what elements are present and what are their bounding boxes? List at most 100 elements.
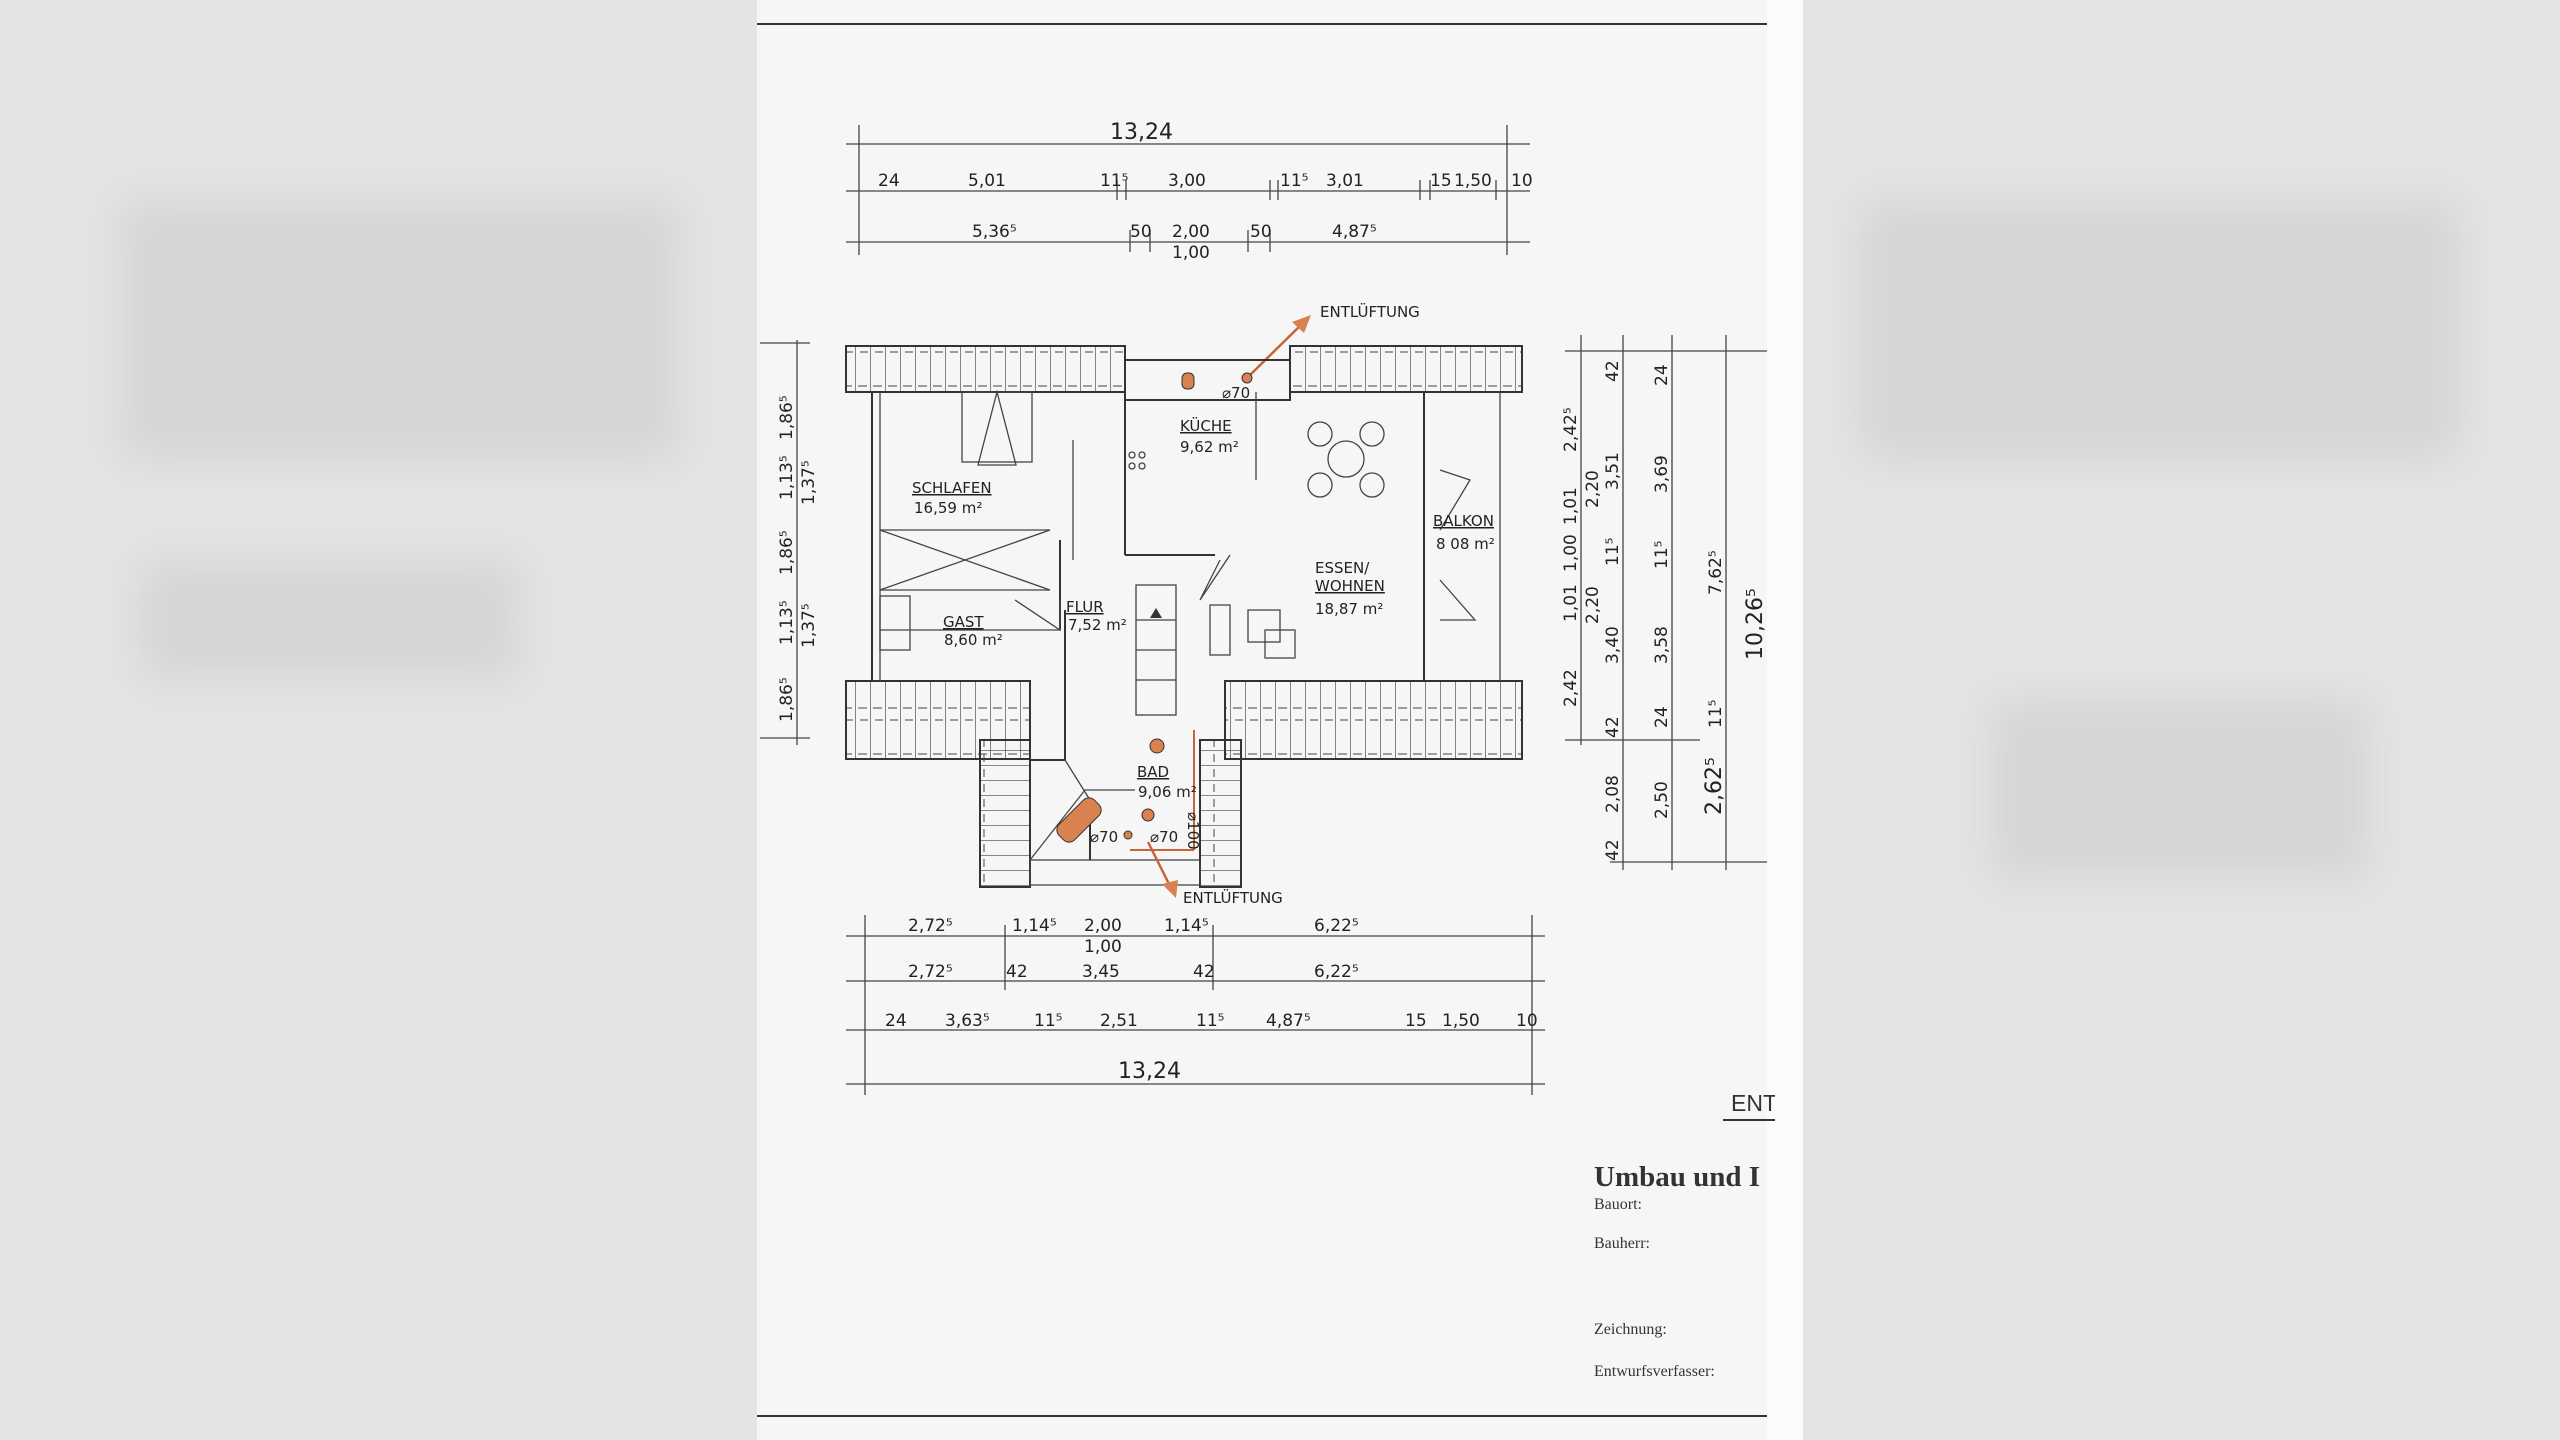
sheet-edge xyxy=(1767,0,1803,1440)
dim-label: 3,01 xyxy=(1326,171,1364,191)
label-zeichnung: Zeichnung: xyxy=(1594,1321,1667,1338)
dim-label: 3,63⁵ xyxy=(945,1011,990,1031)
dim-overall-right: 10,26⁵ xyxy=(1743,588,1768,660)
dim-label: 1,50 xyxy=(1454,171,1492,191)
room-name-schlafen: SCHLAFEN xyxy=(912,479,992,497)
label-entwurfsverfasser: Entwurfsverfasser: xyxy=(1594,1363,1715,1380)
room-area-kueche: 9,62 m² xyxy=(1180,438,1239,456)
dim-label: 1,13⁵ xyxy=(777,600,797,645)
dim-label: 50 xyxy=(1250,222,1272,242)
dim-overall-top: 13,24 xyxy=(1110,120,1173,145)
room-name-wohnen: WOHNEN xyxy=(1315,577,1385,595)
room-area-flur: 7,52 m² xyxy=(1068,616,1127,634)
vent-arrow xyxy=(1146,841,1174,891)
dim-label: 3,40 xyxy=(1603,626,1623,664)
background-blur xyxy=(1860,200,2460,460)
dim-label: 11⁵ xyxy=(1603,538,1623,566)
dim-label: 11⁵ xyxy=(1196,1011,1224,1031)
label-bauort: Bauort: xyxy=(1594,1196,1642,1213)
dim-label: 24 xyxy=(1652,706,1672,728)
roof-top-left xyxy=(845,345,1126,393)
dim-label: 2,20 xyxy=(1583,470,1603,508)
dim-label: 2,20 xyxy=(1583,586,1603,624)
dim-label: 3,51 xyxy=(1603,452,1623,490)
pipe-diameter: ⌀70 xyxy=(1090,828,1118,846)
pipe-diameter: ⌀70 xyxy=(1222,384,1250,402)
dim-label: 42 xyxy=(1603,716,1623,738)
dim-label: 50 xyxy=(1130,222,1152,242)
dim-label: 1,00 xyxy=(1084,937,1122,957)
vent-arrow xyxy=(1246,319,1307,379)
dim-label: 6,22⁵ xyxy=(1314,916,1359,936)
room-name-bad: BAD xyxy=(1137,763,1169,781)
dim-label: 1,86⁵ xyxy=(777,677,797,722)
dim-label: 2,62⁵ xyxy=(1702,757,1727,815)
dim-label: 42 xyxy=(1603,360,1623,382)
dormer-right xyxy=(1199,739,1242,888)
dim-label: 24 xyxy=(885,1011,907,1031)
background-blur xyxy=(140,560,520,680)
room-area-schlafen: 16,59 m² xyxy=(914,499,982,517)
dim-label: 4,87⁵ xyxy=(1332,222,1377,242)
sanitary-markings xyxy=(1056,372,1253,843)
dim-label: 2,42⁵ xyxy=(1561,407,1581,452)
dim-label: 15 xyxy=(1405,1011,1427,1031)
dim-label: 3,00 xyxy=(1168,171,1206,191)
dim-label: 2,50 xyxy=(1652,781,1672,819)
furniture xyxy=(879,389,1477,659)
dim-label: 5,36⁵ xyxy=(972,222,1017,242)
dim-label: 3,69 xyxy=(1652,455,1672,493)
dim-label: 1,37⁵ xyxy=(799,603,819,648)
dim-label: 10 xyxy=(1511,171,1533,191)
dim-label: 2,00 xyxy=(1084,916,1122,936)
kitchen-counter xyxy=(1124,359,1291,401)
dim-label: 24 xyxy=(1652,364,1672,386)
dim-label: 1,00 xyxy=(1561,534,1581,572)
background-blur xyxy=(120,200,680,460)
dim-label: 11⁵ xyxy=(1652,541,1672,569)
dim-label: 2,42 xyxy=(1561,669,1581,707)
dim-label: 3,45 xyxy=(1082,962,1120,982)
label-bauherr: Bauherr: xyxy=(1594,1235,1650,1252)
dim-label: 4,87⁵ xyxy=(1266,1011,1311,1031)
room-area-gast: 8,60 m² xyxy=(944,631,1003,649)
dim-label: 7,62⁵ xyxy=(1706,550,1726,595)
room-labels: SCHLAFEN 16,59 m² KÜCHE 9,62 m² ESSEN/ W… xyxy=(912,416,1495,801)
bottom-dimension-chain: 2,72⁵ 1,14⁵ 2,00 1,00 1,14⁵ 6,22⁵ 2,72⁵ … xyxy=(846,915,1545,1095)
room-area-wohnen: 18,87 m² xyxy=(1315,600,1383,618)
dim-overall-bottom: 13,24 xyxy=(1118,1059,1181,1084)
pipe-diameter: ⌀70 xyxy=(1150,828,1178,846)
dim-label: 3,58 xyxy=(1652,626,1672,664)
project-title: Umbau und I xyxy=(1594,1161,1761,1193)
dim-label: 24 xyxy=(878,171,900,191)
roof-top-right xyxy=(1289,345,1523,393)
dim-label: 2,51 xyxy=(1100,1011,1138,1031)
dim-label: 11⁵ xyxy=(1034,1011,1062,1031)
room-name-essen: ESSEN/ xyxy=(1315,559,1370,577)
pipe-diameter: ⌀100 xyxy=(1184,812,1202,850)
background-blur xyxy=(1990,700,2370,880)
room-name-balkon: BALKON xyxy=(1433,512,1494,530)
title-stamp: ENTW xyxy=(1723,1090,1775,1121)
walls xyxy=(871,392,1501,886)
dim-label: 10 xyxy=(1516,1011,1538,1031)
dim-label: 1,01 xyxy=(1561,584,1581,622)
roof-bottom-left xyxy=(845,680,1031,760)
vent-arrowhead-icon xyxy=(1292,315,1311,333)
dim-label: 1,14⁵ xyxy=(1164,916,1209,936)
dim-label: 1,37⁵ xyxy=(799,460,819,505)
dim-label: 1,86⁵ xyxy=(777,530,797,575)
dim-label: 11⁵ xyxy=(1100,171,1128,191)
dim-label: 2,00 xyxy=(1172,222,1210,242)
room-area-balkon: 8 08 m² xyxy=(1436,535,1495,553)
room-area-bad: 9,06 m² xyxy=(1138,783,1197,801)
dim-label: 42 xyxy=(1603,839,1623,861)
dim-label: 2,72⁵ xyxy=(908,962,953,982)
dim-label: 42 xyxy=(1193,962,1215,982)
dim-label: 42 xyxy=(1006,962,1028,982)
dim-label: 1,00 xyxy=(1172,243,1210,263)
dim-label: 1,01 xyxy=(1561,487,1581,525)
dim-label: 2,08 xyxy=(1603,775,1623,813)
vent-label-top: ENTLÜFTUNG xyxy=(1320,302,1420,321)
dim-label: 11⁵ xyxy=(1280,171,1308,191)
